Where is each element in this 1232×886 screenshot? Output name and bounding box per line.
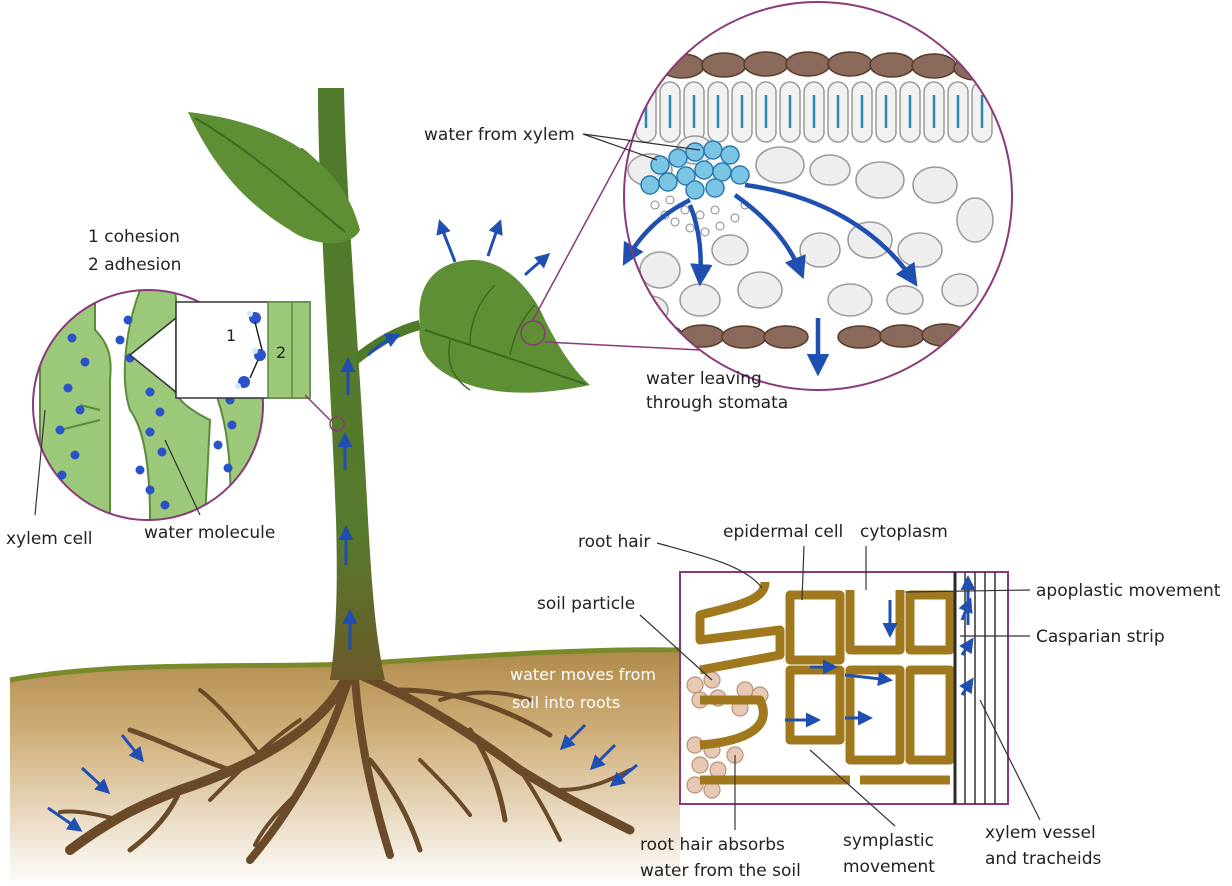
casparian-strip-label: Casparian strip	[1036, 627, 1165, 647]
root-hair-label: root hair	[578, 532, 650, 552]
water-molecule-label: water molecule	[144, 523, 275, 543]
inset-label-2: 2	[276, 343, 286, 362]
xylem-vessel-label-2: and tracheids	[985, 849, 1102, 869]
xylem-callout-connector	[305, 395, 330, 420]
petiole	[355, 325, 420, 360]
symplastic-label-2: movement	[843, 857, 935, 877]
cohesion-label: 1 cohesion	[88, 227, 180, 247]
root-hair-absorbs-label-1: root hair absorbs	[640, 835, 785, 855]
leaf-callout-connector-bottom	[545, 342, 700, 350]
water-leaving-label-1: water leaving	[646, 369, 762, 389]
root-hair-absorbs-label-2: water from the soil	[640, 861, 801, 881]
lower-leaf	[419, 260, 590, 393]
apoplastic-movement-label: apoplastic movement	[1036, 581, 1221, 601]
water-moves-label-2: soil into roots	[512, 693, 620, 712]
inset-label-1: 1	[226, 326, 236, 345]
root-section-box	[680, 572, 1008, 804]
cytoplasm-label: cytoplasm	[860, 522, 948, 542]
water-leaving-label-2: through stomata	[646, 393, 788, 413]
xylem-callout: 1 2	[33, 290, 310, 520]
leaf-section-callout	[612, 2, 1012, 390]
leaf-callout-connector-top	[533, 140, 630, 320]
symplastic-label-1: symplastic	[843, 831, 934, 851]
soil-particle-label: soil particle	[537, 594, 635, 614]
water-from-xylem-label: water from xylem	[424, 125, 575, 145]
water-moves-label-1: water moves from	[510, 665, 656, 684]
adhesion-label: 2 adhesion	[88, 255, 181, 275]
xylem-cell-label: xylem cell	[6, 529, 93, 549]
xylem-vessel-label-1: xylem vessel	[985, 823, 1096, 843]
epidermal-cell-label: epidermal cell	[723, 522, 843, 542]
